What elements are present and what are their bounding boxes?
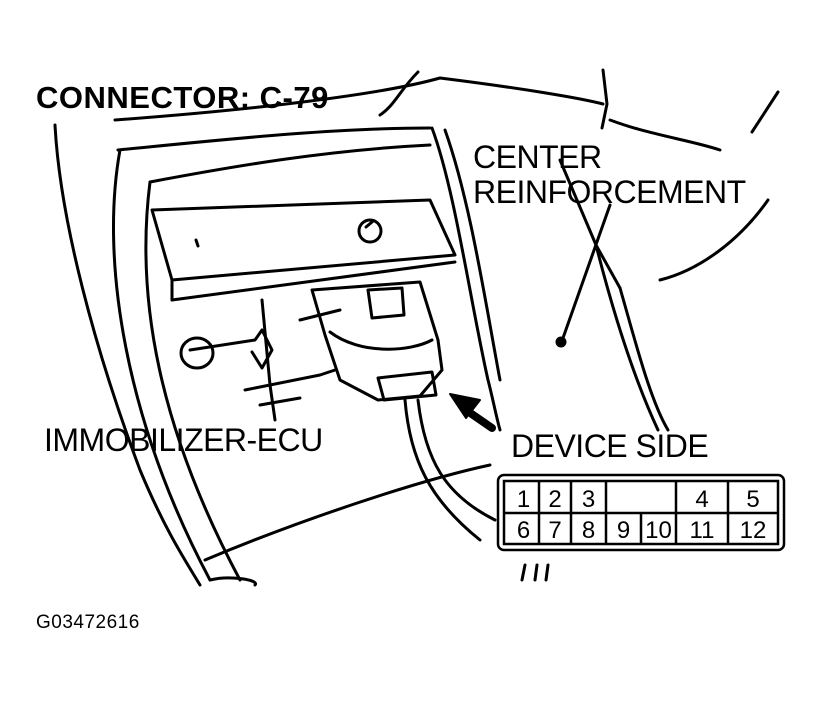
immobilizer-ecu-label: IMMOBILIZER-ECU bbox=[44, 422, 323, 458]
pin-7: 7 bbox=[548, 517, 562, 544]
pin-3: 3 bbox=[581, 486, 596, 513]
pin-4: 4 bbox=[695, 486, 709, 513]
connector-outline bbox=[496, 473, 786, 552]
pin-9: 9 bbox=[616, 517, 631, 544]
pin-6: 6 bbox=[516, 517, 531, 544]
pin-2: 2 bbox=[548, 486, 562, 513]
pin-1: 1 bbox=[516, 486, 531, 513]
pin-10: 10 bbox=[645, 517, 672, 544]
figure-id: G03472616 bbox=[36, 612, 140, 633]
pin-8: 8 bbox=[581, 517, 596, 544]
connector-pinout: 1 2 3 4 5 6 7 8 9 10 11 12 bbox=[496, 473, 786, 552]
diagram-title: CONNECTOR: C-79 bbox=[36, 80, 329, 115]
center-reinforcement-label-line2: REINFORCEMENT bbox=[473, 174, 746, 210]
pin-12: 12 bbox=[739, 517, 767, 544]
pin-5: 5 bbox=[746, 486, 760, 513]
center-reinforcement-label-line1: CENTER bbox=[473, 139, 602, 175]
pin-11: 11 bbox=[689, 517, 715, 544]
device-side-label: DEVICE SIDE bbox=[511, 428, 709, 464]
